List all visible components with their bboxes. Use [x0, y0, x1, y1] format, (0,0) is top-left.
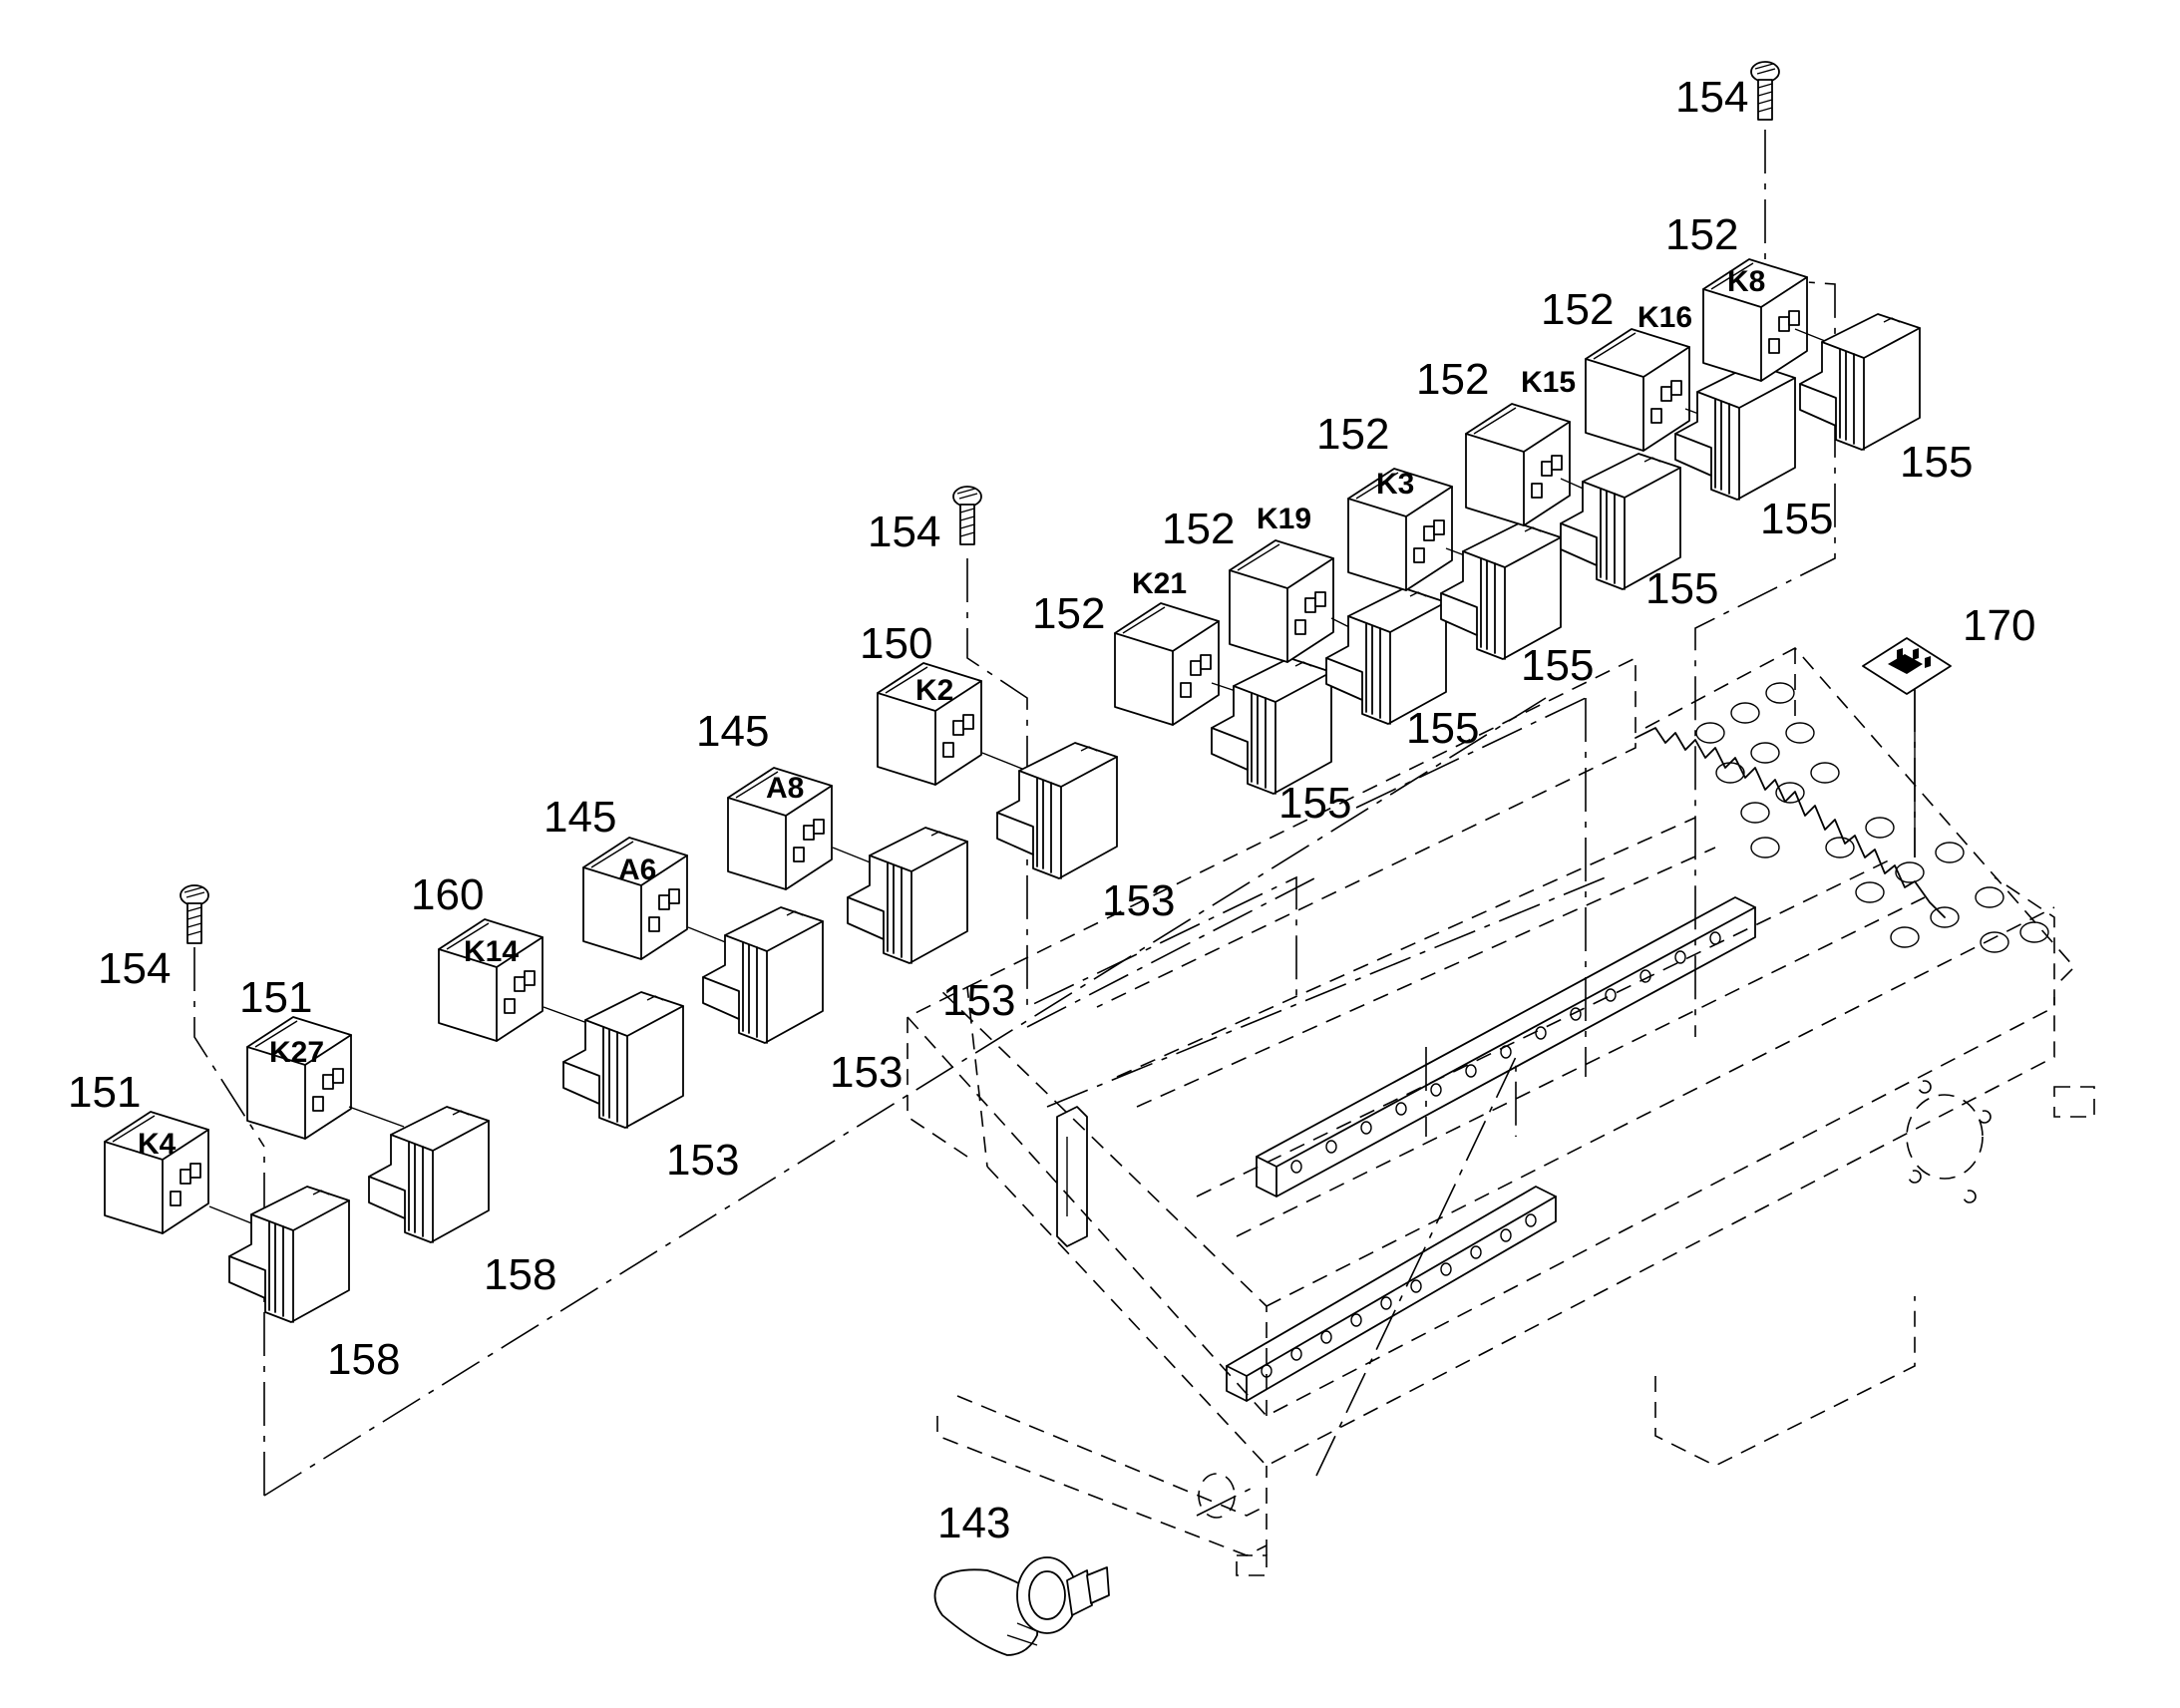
- callout-155: 155: [1521, 641, 1594, 690]
- callout-151: 151: [68, 1068, 141, 1117]
- callout-153: 153: [1102, 876, 1175, 925]
- tag-a6: A6: [618, 854, 656, 886]
- callout-153: 153: [942, 976, 1015, 1025]
- terminal-strip-upper: [1256, 896, 1756, 1197]
- relay-k3: [1347, 468, 1562, 660]
- callout-152: 152: [1665, 210, 1738, 259]
- tag-k8: K8: [1727, 265, 1765, 298]
- tag-k14: K14: [464, 935, 519, 968]
- slotted-screw-icon: [180, 884, 209, 944]
- tag-k21: K21: [1132, 567, 1187, 600]
- callout-153: 153: [666, 1136, 739, 1185]
- callout-154: 154: [98, 944, 171, 993]
- rotary-switch-icon: [933, 1556, 1110, 1656]
- callout-158: 158: [327, 1335, 400, 1384]
- relay-k16: [1585, 328, 1796, 501]
- callout-152: 152: [1541, 285, 1614, 334]
- slotted-screw-icon: [1750, 61, 1780, 121]
- relay-k15: [1465, 403, 1681, 590]
- callout-155: 155: [1406, 704, 1479, 753]
- callout-155: 155: [1900, 438, 1973, 487]
- callout-155: 155: [1278, 779, 1351, 828]
- callout-143: 143: [937, 1499, 1010, 1547]
- callout-170: 170: [1963, 601, 2035, 650]
- callout-152: 152: [1032, 589, 1105, 638]
- tag-k16: K16: [1637, 301, 1692, 334]
- housing-outline: [907, 656, 2095, 1576]
- relay-k21: [1114, 602, 1332, 795]
- relay-k8: [1702, 258, 1921, 451]
- panel-holes: [1695, 682, 2049, 953]
- relay-a6: [582, 837, 824, 1044]
- callout-153: 153: [830, 1048, 903, 1097]
- tag-k15: K15: [1521, 366, 1576, 399]
- callout-155: 155: [1645, 564, 1718, 613]
- callout-154: 154: [868, 508, 940, 556]
- schematic-label-icon: [1862, 637, 1952, 857]
- tag-k27: K27: [269, 1036, 324, 1069]
- callout-152: 152: [1162, 505, 1235, 553]
- relay-a8: [727, 767, 968, 964]
- callout-145: 145: [696, 707, 769, 756]
- callout-155: 155: [1760, 495, 1833, 543]
- callout-152: 152: [1416, 355, 1489, 404]
- perforated-panel: [1635, 646, 2076, 988]
- relay-k4: [104, 1111, 350, 1323]
- tag-k19: K19: [1257, 503, 1311, 535]
- callout-158: 158: [484, 1250, 556, 1299]
- tag-a8: A8: [766, 772, 804, 805]
- callout-154: 154: [1675, 73, 1748, 122]
- tag-k4: K4: [138, 1128, 177, 1161]
- tag-k2: K2: [915, 674, 953, 707]
- callout-145: 145: [544, 793, 616, 842]
- callout-151: 151: [239, 973, 312, 1022]
- callout-160: 160: [411, 870, 484, 919]
- slotted-screw-icon: [952, 486, 982, 545]
- relay-k14: [438, 918, 684, 1129]
- terminal-strip-lower: [1226, 1186, 1557, 1402]
- relay-k19: [1229, 539, 1447, 725]
- relay-k2: [877, 662, 1118, 879]
- tag-k3: K3: [1376, 468, 1414, 501]
- callout-150: 150: [860, 619, 932, 668]
- callout-152: 152: [1316, 410, 1389, 459]
- relay-k27: [246, 1016, 490, 1243]
